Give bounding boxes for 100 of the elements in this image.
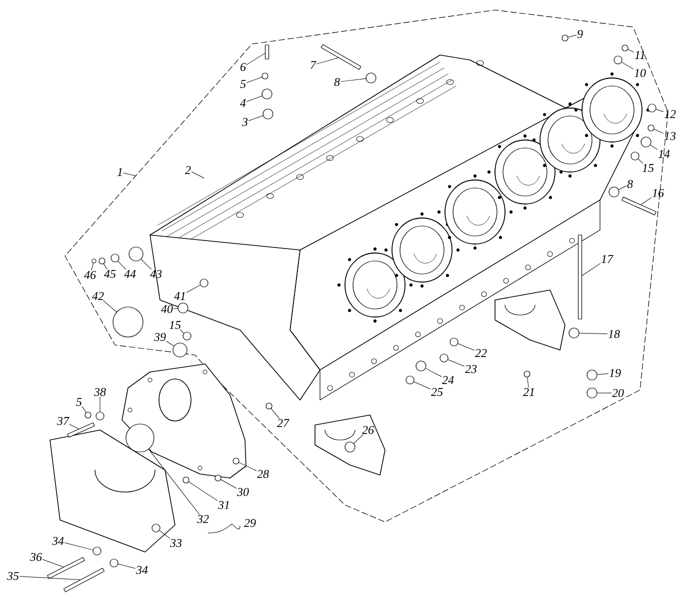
leader-line bbox=[640, 197, 652, 205]
bolt bbox=[264, 44, 270, 60]
leader-line bbox=[656, 109, 664, 112]
part-circle bbox=[640, 136, 652, 148]
leader-line bbox=[597, 392, 612, 394]
callout-number: 15 bbox=[642, 164, 654, 172]
callout-number: 16 bbox=[652, 188, 664, 198]
part-circle bbox=[96, 412, 104, 420]
leader-line bbox=[618, 186, 627, 190]
part-circle bbox=[630, 152, 640, 160]
bolt bbox=[578, 234, 582, 320]
callout-number: 9 bbox=[577, 30, 583, 38]
leader-line bbox=[246, 53, 266, 65]
part-circle bbox=[440, 354, 448, 362]
leader-line bbox=[340, 78, 366, 82]
leader-line bbox=[42, 559, 64, 568]
part-circle bbox=[366, 72, 376, 84]
callout-number: 10 bbox=[634, 68, 646, 78]
callout-number: 31 bbox=[218, 500, 229, 510]
leader-line bbox=[82, 406, 86, 413]
part-circle bbox=[110, 558, 118, 568]
part-circle bbox=[586, 370, 598, 380]
callout-number: 13 bbox=[664, 132, 676, 140]
part-circle bbox=[614, 56, 622, 64]
part-circle bbox=[568, 328, 580, 338]
leader-line bbox=[103, 264, 108, 270]
leader-line bbox=[159, 530, 170, 539]
part-circle bbox=[110, 254, 120, 262]
callout-number: 17 bbox=[601, 255, 614, 263]
callout-number: 8 bbox=[627, 180, 633, 188]
callout-number: 18 bbox=[608, 330, 620, 338]
leader-line bbox=[91, 262, 94, 271]
bolt bbox=[320, 44, 362, 70]
leader-line bbox=[186, 284, 200, 293]
callout-number: 30 bbox=[237, 488, 249, 496]
callout-number: 32 bbox=[197, 514, 209, 524]
part-circle bbox=[262, 108, 274, 120]
part-circle bbox=[128, 246, 144, 262]
callout-number: 42 bbox=[92, 292, 104, 300]
callout-number: 21 bbox=[523, 388, 534, 396]
callout-number: 41 bbox=[174, 292, 185, 300]
callout-number: 4 bbox=[240, 99, 246, 107]
leader-line bbox=[148, 449, 200, 515]
callout-number: 33 bbox=[170, 538, 182, 548]
part-circle bbox=[416, 360, 426, 372]
callout-number: 19 bbox=[609, 368, 621, 378]
part-circle bbox=[648, 104, 656, 112]
callout-number: 5 bbox=[76, 398, 82, 406]
callout-number: 15 bbox=[169, 320, 181, 330]
leader-line bbox=[270, 408, 280, 419]
leader-line bbox=[140, 258, 152, 270]
leader-line bbox=[238, 462, 257, 472]
callout-number: 8 bbox=[334, 78, 340, 86]
leader-line bbox=[568, 34, 577, 38]
leader-line bbox=[425, 368, 442, 377]
leader-line bbox=[579, 332, 608, 334]
part-circle bbox=[182, 332, 192, 340]
part-circle bbox=[586, 388, 598, 398]
callout-number: 36 bbox=[30, 552, 42, 562]
callout-number: 7 bbox=[310, 61, 316, 69]
callout-number: 40 bbox=[161, 304, 173, 314]
callout-number: 44 bbox=[124, 270, 136, 278]
callout-number: 34 bbox=[136, 566, 148, 574]
callout-number: 34 bbox=[52, 536, 64, 546]
leader-line bbox=[354, 434, 364, 444]
leader-line bbox=[582, 263, 601, 276]
part-circle bbox=[200, 278, 208, 288]
leader-line bbox=[248, 116, 264, 121]
bolt bbox=[63, 568, 105, 592]
leader-line bbox=[316, 58, 339, 64]
leader-line bbox=[638, 158, 644, 164]
callout-number: 22 bbox=[475, 349, 487, 357]
leader-line bbox=[448, 359, 465, 367]
callout-number: 27 bbox=[277, 419, 290, 427]
callout-number: 37 bbox=[56, 416, 70, 426]
callout-number: 39 bbox=[154, 332, 166, 342]
part-circle bbox=[126, 424, 154, 452]
part-circle bbox=[178, 302, 188, 314]
callout-number: 25 bbox=[431, 388, 443, 396]
callout-number: 5 bbox=[240, 80, 246, 88]
leader-line bbox=[173, 308, 178, 309]
callout-number: 24 bbox=[442, 376, 454, 384]
part-circle bbox=[450, 338, 458, 346]
leader-line bbox=[180, 329, 184, 334]
leader-line bbox=[650, 144, 658, 150]
leader-line bbox=[191, 172, 204, 178]
callout-number: 3 bbox=[242, 118, 248, 126]
leader-line bbox=[166, 341, 174, 346]
callout-number: 1 bbox=[117, 168, 122, 176]
callout-number: 23 bbox=[465, 364, 477, 374]
part-circle bbox=[608, 186, 620, 198]
callout-number: 26 bbox=[362, 426, 374, 434]
callout-number: 12 bbox=[664, 110, 676, 118]
leader-line bbox=[69, 424, 79, 430]
callout-number: 11 bbox=[634, 51, 644, 59]
part-circle bbox=[152, 524, 160, 532]
leader-line bbox=[597, 373, 609, 375]
leader-line bbox=[621, 62, 634, 70]
leader-line bbox=[654, 129, 664, 134]
leader-line bbox=[19, 576, 80, 580]
